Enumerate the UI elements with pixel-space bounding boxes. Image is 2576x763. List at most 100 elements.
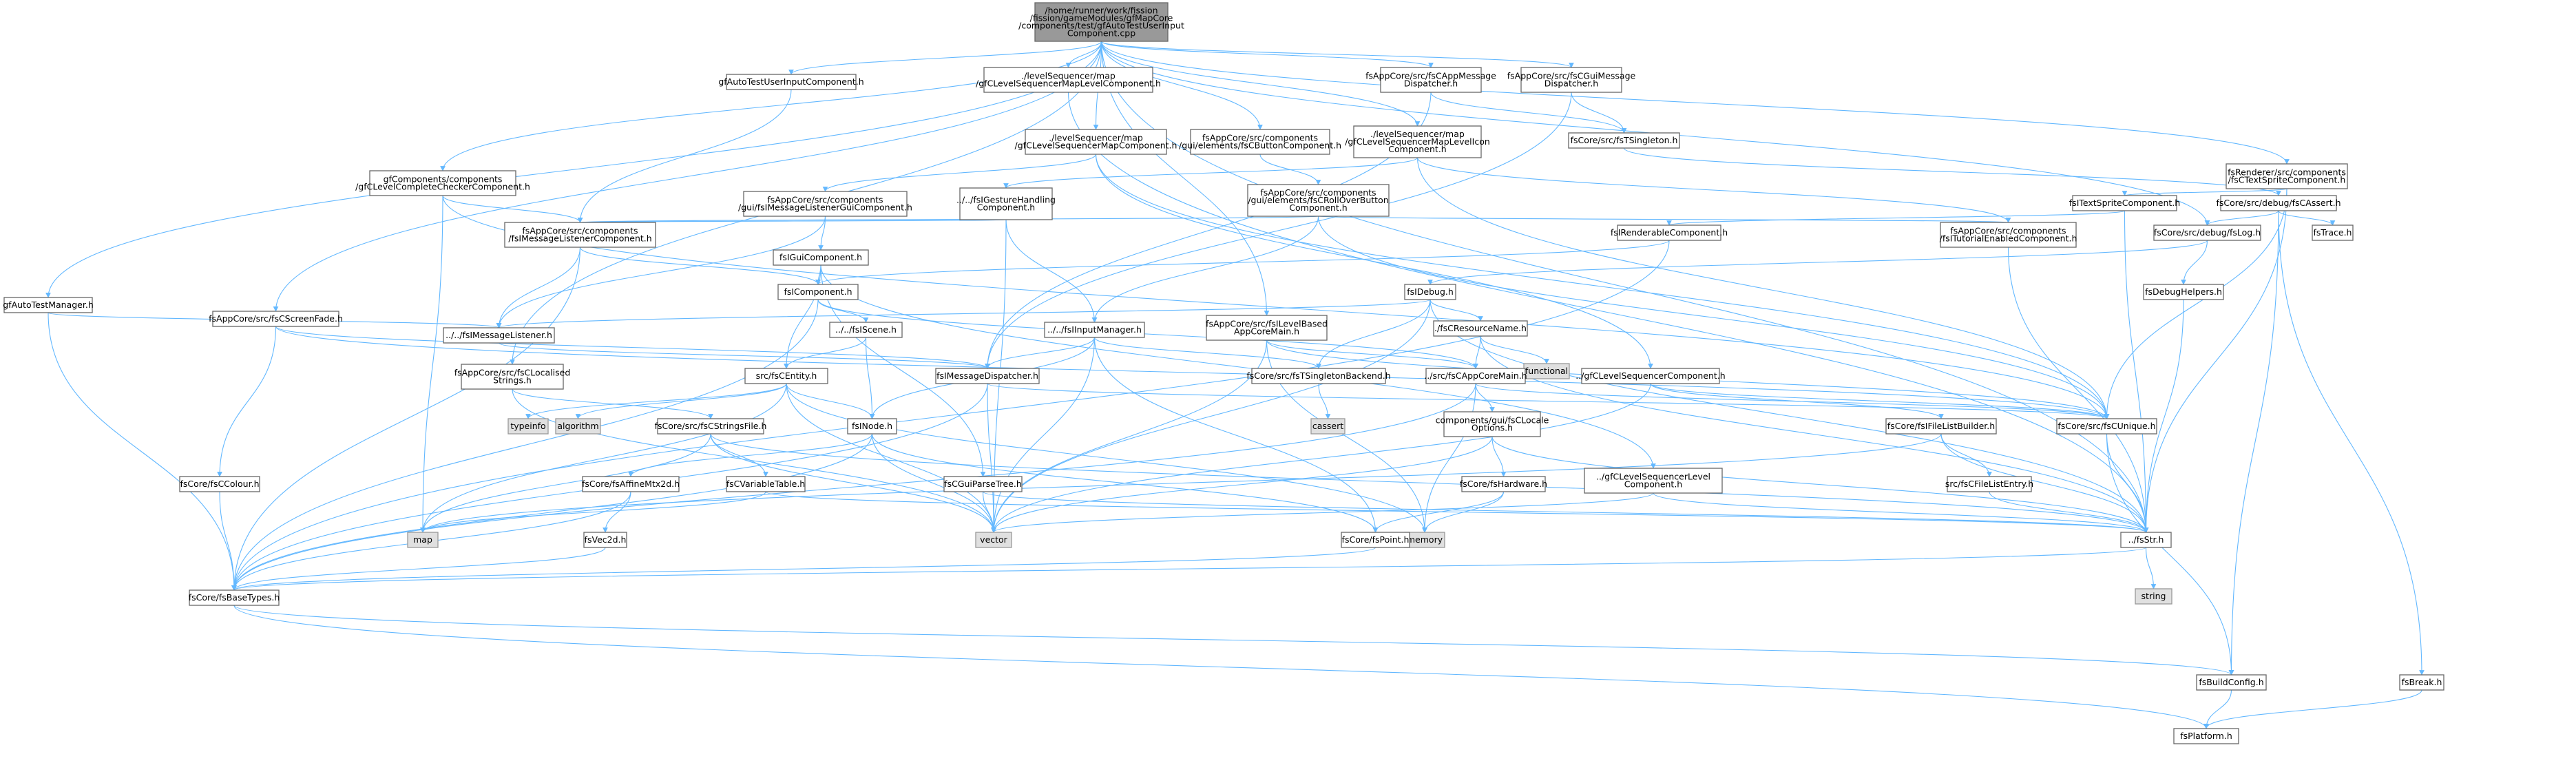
edge-iInputManager-to-vector	[991, 337, 1096, 533]
node-box	[1581, 368, 1720, 384]
header-node-textSprite[interactable]: fsRenderer/src/components/fsCTextSpriteC…	[2226, 163, 2348, 189]
header-node-colour[interactable]: fsCore/fsCColour.h	[179, 476, 260, 492]
header-node-iDebug[interactable]: fsIDebug.h	[1404, 284, 1456, 300]
edge-localisedStrings-to-vector	[512, 388, 996, 533]
header-node-fsStr[interactable]: ../fsStr.h	[2120, 532, 2172, 548]
header-node-resourceName[interactable]: ./fsCResourceName.h	[1433, 320, 1528, 337]
node-box	[1190, 129, 1330, 155]
header-node-gfAutoTestManager[interactable]: gfAutoTestManager.h	[3, 297, 94, 313]
header-node-debugHelpers[interactable]: fsDebugHelpers.h	[2143, 284, 2224, 300]
node-label: fsCore/src/debug/fsLog.h	[2154, 227, 2261, 238]
edge-root-to-seqMapLevel	[1065, 41, 1102, 68]
node-label: ../../fsIMessageListener.h	[446, 330, 552, 340]
header-node-affineMtx[interactable]: fsCore/fsAffineMtx2d.h	[582, 476, 680, 492]
node-label: fsAppCore/src/components	[767, 195, 883, 205]
root-file-node[interactable]: /home/runner/work/fission/fission/gameMo…	[1018, 2, 1184, 42]
header-node-iComponent[interactable]: fsIComponent.h	[777, 284, 859, 300]
header-node-appCoreMain[interactable]: ../src/fsCAppCoreMain.h	[1424, 368, 1527, 384]
node-label: /components/test/gfAutoTestUserInput	[1018, 21, 1184, 31]
header-node-fsLog[interactable]: fsCore/src/debug/fsLog.h	[2153, 224, 2261, 241]
header-node-iInputManager[interactable]: ../../fsIInputManager.h	[1044, 322, 1145, 338]
node-label: Dispatcher.h	[1404, 79, 1458, 89]
header-node-seqMapLevel[interactable]: ./levelSequencer/map/gfCLevelSequencerMa…	[976, 67, 1161, 93]
header-node-seqMapLevelIcon[interactable]: ./levelSequencer/map/gfCLevelSequencerMa…	[1345, 125, 1490, 158]
node-label: fsDebugHelpers.h	[2145, 286, 2222, 297]
edge-iDebug-to-fsStr	[1430, 299, 2149, 533]
header-node-buttonComponent[interactable]: fsAppCore/src/components/gui/elements/fs…	[1179, 129, 1341, 155]
node-label: /gfCLevelSequencerMapLevelIcon	[1345, 136, 1490, 147]
node-box	[1353, 125, 1482, 158]
header-node-msgListenerGui[interactable]: fsAppCore/src/components/gui/fsIMessageL…	[738, 191, 912, 217]
edge-colour-to-baseTypes	[219, 491, 237, 591]
header-node-fsScreenFade[interactable]: fsAppCore/src/fsCScreenFade.h	[209, 311, 343, 327]
header-node-fsTrace[interactable]: fsTrace.h	[2312, 224, 2354, 241]
node-label: fsCGuiParseTree.h	[944, 479, 1022, 489]
edge-levelCompleteChecker-to-msgListenerComp	[442, 195, 583, 223]
header-node-variableTable[interactable]: fsCVariableTable.h	[726, 476, 806, 492]
edge-fileListEntry-to-fsStr	[1989, 491, 2149, 533]
header-node-vec2d[interactable]: fsVec2d.h	[583, 532, 627, 548]
header-node-seqMap[interactable]: ./levelSequencer/map/gfCLevelSequencerMa…	[1015, 129, 1177, 155]
edge-levelCompleteChecker-to-map	[420, 195, 443, 533]
node-label: fsAppCore/src/components	[1202, 133, 1318, 143]
header-node-msgListenerComp[interactable]: fsAppCore/src/components/fsIMessageListe…	[504, 222, 656, 248]
header-node-buildConfig[interactable]: fsBuildConfig.h	[2196, 674, 2267, 691]
header-node-point[interactable]: fsCore/fsPoint.h	[1341, 532, 1410, 548]
header-node-levelCompleteChecker[interactable]: gfComponents/components/gfCLevelComplete…	[355, 170, 530, 196]
node-label: Component.cpp	[1067, 28, 1135, 39]
header-node-fileListEntry[interactable]: src/fsCFileListEntry.h	[1945, 476, 2033, 492]
header-node-guiParseTree[interactable]: fsCGuiParseTree.h	[943, 476, 1023, 492]
node-label: fsIRenderableComponent.h	[1611, 227, 1728, 238]
header-node-iTextSprite[interactable]: fsITextSpriteComponent.h	[2069, 195, 2180, 211]
header-node-singleton[interactable]: fsCore/src/fsTSingleton.h	[1568, 132, 1680, 149]
header-node-userInputComponent[interactable]: gfAutoTestUserInputComponent.h	[718, 74, 864, 90]
header-node-levelSequencerComp[interactable]: ../gfCLevelSequencerComponent.h	[1575, 368, 1726, 384]
header-node-iMsgListener[interactable]: ../../fsIMessageListener.h	[443, 327, 555, 344]
header-node-singletonBackend[interactable]: fsCore/src/fsTSingletonBackend.h	[1246, 368, 1391, 384]
header-node-rollOverButton[interactable]: fsAppCore/src/components/gui/elements/fs…	[1247, 184, 1390, 217]
node-box	[504, 222, 656, 248]
header-node-uniqueH[interactable]: fsCore/src/fsCUnique.h	[2056, 418, 2157, 435]
edge-renderable-to-baseTypes	[231, 240, 1670, 591]
node-label: Component.h	[1388, 144, 1446, 154]
header-node-tutorialEnabled[interactable]: fsAppCore/src/components/fsITutorialEnab…	[1940, 222, 2077, 248]
edge-seqMapLevelIcon-to-tutorialEnabled	[1416, 157, 2011, 223]
edge-cAssert-to-fsBreak	[2278, 210, 2425, 676]
node-box	[1310, 418, 1345, 435]
header-node-baseTypes[interactable]: fsCore/fsBaseTypes.h	[189, 589, 280, 606]
header-node-hardware[interactable]: fsCore/fsHardware.h	[1460, 476, 1547, 492]
node-label: ../fsStr.h	[2128, 534, 2164, 545]
edge-fileListBuilder-to-map	[420, 433, 1942, 533]
header-node-cAssert[interactable]: fsCore/src/debug/fsCAssert.h	[2217, 195, 2341, 211]
edge-variableTable-to-map	[420, 491, 766, 533]
header-node-fsBreak[interactable]: fsBreak.h	[2399, 674, 2444, 691]
node-label: fsCore/fsCColour.h	[180, 479, 259, 489]
edge-baseTypes-to-platform	[233, 605, 2209, 729]
node-box	[1433, 320, 1528, 337]
header-node-iScene[interactable]: ../../fsIScene.h	[829, 322, 903, 338]
header-node-node[interactable]: fsINode.h	[847, 418, 897, 435]
edge-levelSequencerComp-to-fileListBuilder	[1650, 383, 1944, 419]
edge-fsScreenFade-to-colour	[217, 326, 277, 477]
edge-seqMapLevelIcon-to-gestureHandling	[1003, 157, 1418, 189]
system-header-node-vector: vector	[975, 532, 1012, 548]
header-node-stringsFile[interactable]: fsCore/src/fsCStringsFile.h	[655, 418, 767, 435]
node-label: Component.h	[1289, 202, 1347, 213]
edge-textSprite-to-uniqueH	[2104, 188, 2287, 419]
edge-iTextSprite-to-renderable	[1666, 210, 2126, 226]
header-node-platform[interactable]: fsPlatform.h	[2173, 728, 2239, 744]
edge-localeOptions-to-fsStr	[1491, 436, 2149, 533]
header-node-msgDispatcher[interactable]: fsIMessageDispatcher.h	[935, 368, 1040, 384]
header-node-entity[interactable]: src/fsCEntity.h	[744, 368, 828, 384]
edge-msgListenerComp-to-iComponent	[579, 247, 821, 285]
header-node-renderable[interactable]: fsIRenderableComponent.h	[1611, 224, 1728, 241]
header-node-fileListBuilder[interactable]: fsCore/fsIFileListBuilder.h	[1885, 418, 1997, 435]
header-node-guiComponent[interactable]: fsIGuiComponent.h	[773, 249, 869, 266]
